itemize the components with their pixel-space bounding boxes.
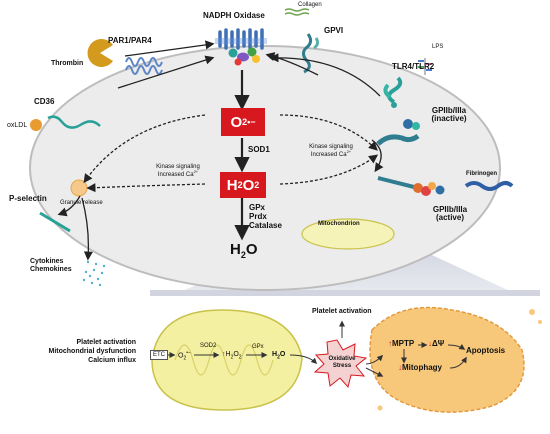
label-gp-active-line1: GPIIb/IIIa	[432, 205, 468, 214]
h2o2-h: H	[226, 176, 238, 194]
label-kinase-right-sup: 2+	[346, 149, 352, 155]
bottom-water: H2O	[272, 351, 286, 361]
enzyme-prdx: Prdx	[249, 212, 267, 222]
h2o2-sub1: 2	[237, 180, 243, 190]
delta-psi-text: ΔΨ	[432, 339, 445, 348]
label-mptp: ↑MPTP	[388, 339, 415, 348]
oxldl-icon	[30, 119, 42, 131]
superoxide-sub: 2	[242, 117, 248, 127]
gpiibiiia-active-icon	[377, 176, 445, 196]
granule-icon	[70, 179, 88, 197]
par-receptor-icon	[125, 57, 163, 67]
effect-platelet-activation: Platelet activation	[76, 339, 136, 346]
nadph-oxidase-complex	[215, 28, 267, 66]
bottom-panel-top-band	[150, 290, 540, 296]
label-cytokines: Cytokines	[30, 258, 64, 265]
mitochondrion-right	[369, 306, 542, 413]
enzyme-gpx: GPx	[249, 203, 266, 212]
label-kinase-right-ca: Increased Ca	[310, 152, 347, 159]
h2o2-o: O	[242, 176, 255, 194]
label-sod2: SOD2	[200, 343, 217, 349]
label-gp-inactive: GPIIb/IIIa (inactive)	[414, 106, 484, 124]
bottom-superoxide: O2•−	[178, 350, 191, 362]
label-oxldl: oxLDL	[7, 122, 28, 129]
label-oxidative-stress: Oxidative Stress	[318, 356, 366, 370]
gpiibiiia-inactive-icon	[376, 119, 420, 146]
bottom-h2o2: ↑H2O2	[222, 351, 242, 361]
superoxide-o: O	[230, 113, 243, 131]
label-apoptosis: Apoptosis	[466, 346, 506, 355]
etc-box: ETC	[150, 350, 168, 361]
label-kinase-left-sup: 2+	[193, 169, 199, 175]
enzyme-catalase: Catalase	[249, 221, 282, 231]
label-gp-active-line2: (active)	[435, 213, 464, 223]
label-gp-inactive-line1: GPIIb/IIIa	[431, 106, 467, 115]
label-delta-psi: ↓ΔΨ	[428, 339, 445, 348]
p40-subunit	[247, 47, 257, 57]
label-kinase-right-line2: Increased Ca2+	[296, 149, 366, 159]
enzyme-list: GPx Prdx Catalase	[249, 203, 282, 231]
label-bottom-gpx: GPx	[252, 344, 264, 350]
cd36-receptor-icon	[47, 115, 101, 129]
label-tlr: TLR4/TLR2	[392, 62, 435, 71]
oxidative-stress-burst	[313, 339, 368, 389]
left-effects-list: Platelet activation Mitochondrial dysfun…	[8, 338, 137, 365]
mitochondrion-icon	[301, 218, 395, 250]
effect-mito-dysfunction: Mitochondrial dysfunction	[48, 348, 137, 356]
fibrinogen-icon	[464, 181, 514, 191]
label-kinase-left-ca: Increased Ca	[157, 172, 194, 179]
tlr-receptor-icon	[383, 76, 403, 108]
label-bottom-platelet-activation: Platelet activation	[312, 308, 372, 315]
mitochondrion-left	[151, 309, 303, 411]
label-collagen: Collagen	[298, 2, 322, 8]
label-gp-active: GPIIb/IIIa (active)	[415, 205, 485, 223]
label-sod1: SOD1	[248, 145, 270, 154]
label-gp-inactive-line2: (inactive)	[431, 114, 467, 124]
water-sub: 2	[240, 250, 246, 260]
label-lps: LPS	[432, 44, 444, 50]
effect-calcium-influx: Calcium influx	[88, 357, 136, 365]
p47-subunit	[252, 55, 260, 63]
rac-subunit	[228, 48, 238, 58]
water-label: H2O	[230, 242, 258, 260]
mitophagy-text: Mitophagy	[402, 363, 442, 372]
collagen-icon	[284, 8, 310, 16]
label-stress: Stress	[332, 362, 352, 369]
lps-icon	[418, 58, 432, 75]
label-thrombin: Thrombin	[51, 60, 84, 67]
label-kinase-left-line2: Increased Ca2+	[143, 169, 213, 179]
mptp-text: MPTP	[392, 339, 415, 348]
label-kinase-right-line1: Kinase signaling	[309, 144, 353, 150]
label-cytokines-block: Cytokines Chemokines	[30, 258, 72, 275]
label-mitophagy: ↓Mitophagy	[398, 363, 442, 372]
water-o: O	[245, 241, 258, 258]
h2o2-sub2: 2	[254, 180, 260, 190]
label-gpvi: GPVI	[324, 26, 344, 35]
label-mitochondrion: Mitochondrion	[318, 221, 360, 227]
platelet-cell	[29, 45, 501, 291]
label-par: PAR1/PAR4	[108, 36, 152, 45]
p22-subunit	[234, 58, 242, 66]
label-kinase-left-line1: Kinase signaling	[156, 164, 200, 170]
label-kinase-right: Kinase signaling Increased Ca2+	[296, 144, 366, 159]
label-pselectin: P-selectin	[9, 194, 47, 203]
superoxide-sup: •−	[247, 117, 256, 127]
label-nadph-oxidase: NADPH Oxidase	[203, 11, 265, 20]
water-h: H	[230, 241, 241, 258]
label-cd36: CD36	[34, 97, 55, 106]
cytokine-dots	[82, 260, 106, 287]
label-kinase-left: Kinase signaling Increased Ca2+	[143, 164, 213, 179]
pselectin-icon	[39, 211, 71, 233]
label-oxidative: Oxidative	[328, 356, 356, 362]
label-granule-release: Granule release	[60, 200, 103, 206]
gpvi-receptor-icon	[301, 33, 320, 74]
thrombin-icon	[87, 38, 113, 68]
arrow-layer	[57, 40, 384, 261]
label-fibrinogen: Fibrinogen	[466, 171, 497, 177]
label-chemokines: Chemokines	[30, 266, 72, 274]
